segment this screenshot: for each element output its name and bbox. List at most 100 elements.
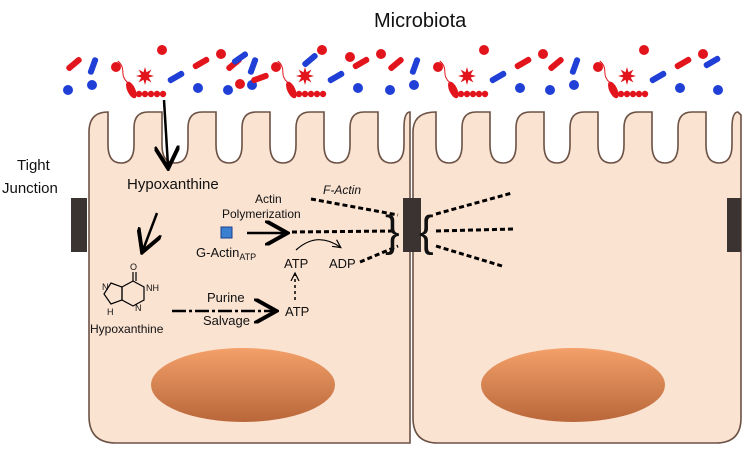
flagellum (117, 60, 129, 84)
red-coccus-bacterium (376, 49, 386, 59)
blue-coccus-bacterium (545, 85, 555, 95)
chain-bacterium (463, 90, 471, 98)
chain-bacterium (135, 90, 143, 98)
red-rod-bacterium (514, 56, 532, 70)
chain-bacterium (481, 90, 489, 98)
chain-bacterium (141, 90, 149, 98)
blue-rod-bacterium (703, 55, 721, 69)
chain-bacterium (469, 90, 477, 98)
chain-bacterium (475, 90, 483, 98)
blue-coccus-bacterium (713, 85, 723, 95)
molecule-o: O (130, 262, 137, 272)
chain-bacterium (623, 90, 631, 98)
chain-bacterium (629, 90, 637, 98)
spiky-bacterium (296, 67, 314, 85)
blue-coccus-bacterium (409, 80, 419, 90)
red-coccus-bacterium (433, 62, 443, 72)
purine-label: Purine (207, 290, 245, 305)
chain-bacterium (457, 90, 465, 98)
chain-bacterium (289, 90, 297, 98)
red-rod-bacterium (251, 72, 269, 84)
chain-bacterium (129, 90, 137, 98)
chain-bacterium (635, 90, 643, 98)
hypoxanthine-top-label: Hypoxanthine (127, 176, 219, 193)
chain-bacterium (159, 90, 167, 98)
red-rod-bacterium (548, 56, 564, 72)
red-coccus-bacterium (317, 45, 327, 55)
blue-coccus-bacterium (515, 83, 525, 93)
red-coccus-bacterium (698, 49, 708, 59)
flagellated-body (608, 81, 619, 99)
f-actin-filaments-left (291, 197, 399, 264)
blue-coccus-bacterium (353, 83, 363, 93)
blue-coccus-bacterium (223, 85, 233, 95)
actin-label-line1: Actin (255, 192, 282, 206)
flagellated-body (126, 81, 137, 99)
tight-junction-label-line2: Junction (2, 180, 58, 197)
red-coccus-bacterium (345, 52, 355, 62)
spiky-bacterium (618, 67, 636, 85)
blue-coccus-bacterium (385, 85, 395, 95)
molecule-n1: N (102, 282, 109, 292)
tight-junction-middle (403, 198, 421, 252)
chain-bacterium (307, 90, 315, 98)
chain-bacterium (451, 90, 459, 98)
red-coccus-bacterium (271, 62, 281, 72)
title-microbiota: Microbiota (374, 10, 467, 32)
flagellum (599, 60, 611, 84)
blue-coccus-bacterium (569, 80, 579, 90)
right-epithelial-cell (412, 111, 742, 444)
hypoxanthine-bottom-label: Hypoxanthine (90, 322, 164, 336)
red-coccus-bacterium (479, 45, 489, 55)
molecule-nh: NH (146, 283, 159, 293)
flagellated-body (286, 81, 297, 99)
blue-rod-bacterium (569, 57, 581, 75)
chain-bacterium (319, 90, 327, 98)
red-rod-bacterium (66, 56, 82, 72)
blue-rod-bacterium (489, 70, 507, 84)
microbiota-bacteria (63, 45, 723, 99)
blue-rod-bacterium (302, 52, 318, 68)
chain-bacterium (147, 90, 155, 98)
adp-label: ADP (329, 256, 356, 271)
brace-right: { (419, 207, 434, 256)
brace-left: } (385, 207, 400, 256)
blue-rod-bacterium (167, 70, 185, 84)
chain-bacterium (611, 90, 619, 98)
g-actin-label: G-ActinATP (196, 245, 256, 262)
molecule-h: H (107, 307, 114, 317)
tight-junction-left (71, 198, 87, 252)
spiky-bacterium (136, 67, 154, 85)
f-actin-label: F-Actin (323, 183, 361, 197)
chain-bacterium (301, 90, 309, 98)
g-actin-monomer (220, 226, 233, 239)
flagellum (439, 60, 451, 84)
blue-rod-bacterium (409, 57, 421, 75)
atp-adp-curve-arrow (295, 239, 340, 251)
chain-bacterium (641, 90, 649, 98)
flagellum (277, 60, 289, 84)
chain-bacterium (617, 90, 625, 98)
f-actin-filaments-right (435, 191, 515, 268)
atp-lower-label: ATP (285, 304, 309, 319)
blue-coccus-bacterium (87, 80, 97, 90)
red-coccus-bacterium (593, 62, 603, 72)
blue-rod-bacterium (649, 70, 667, 84)
tight-junction-label-line1: Tight (17, 157, 51, 174)
chain-bacterium (295, 90, 303, 98)
left-nucleus (151, 348, 335, 422)
blue-rod-bacterium (247, 57, 259, 75)
red-rod-bacterium (192, 56, 210, 70)
red-coccus-bacterium (235, 79, 245, 89)
blue-rod-bacterium (327, 70, 345, 84)
red-rod-bacterium (388, 56, 404, 72)
actin-label-line2: Polymerization (222, 207, 301, 221)
chain-bacterium (153, 90, 161, 98)
left-epithelial-cell (88, 111, 411, 444)
right-nucleus (481, 348, 665, 422)
conversion-arrow (143, 212, 157, 250)
red-coccus-bacterium (216, 49, 226, 59)
chain-bacterium (313, 90, 321, 98)
